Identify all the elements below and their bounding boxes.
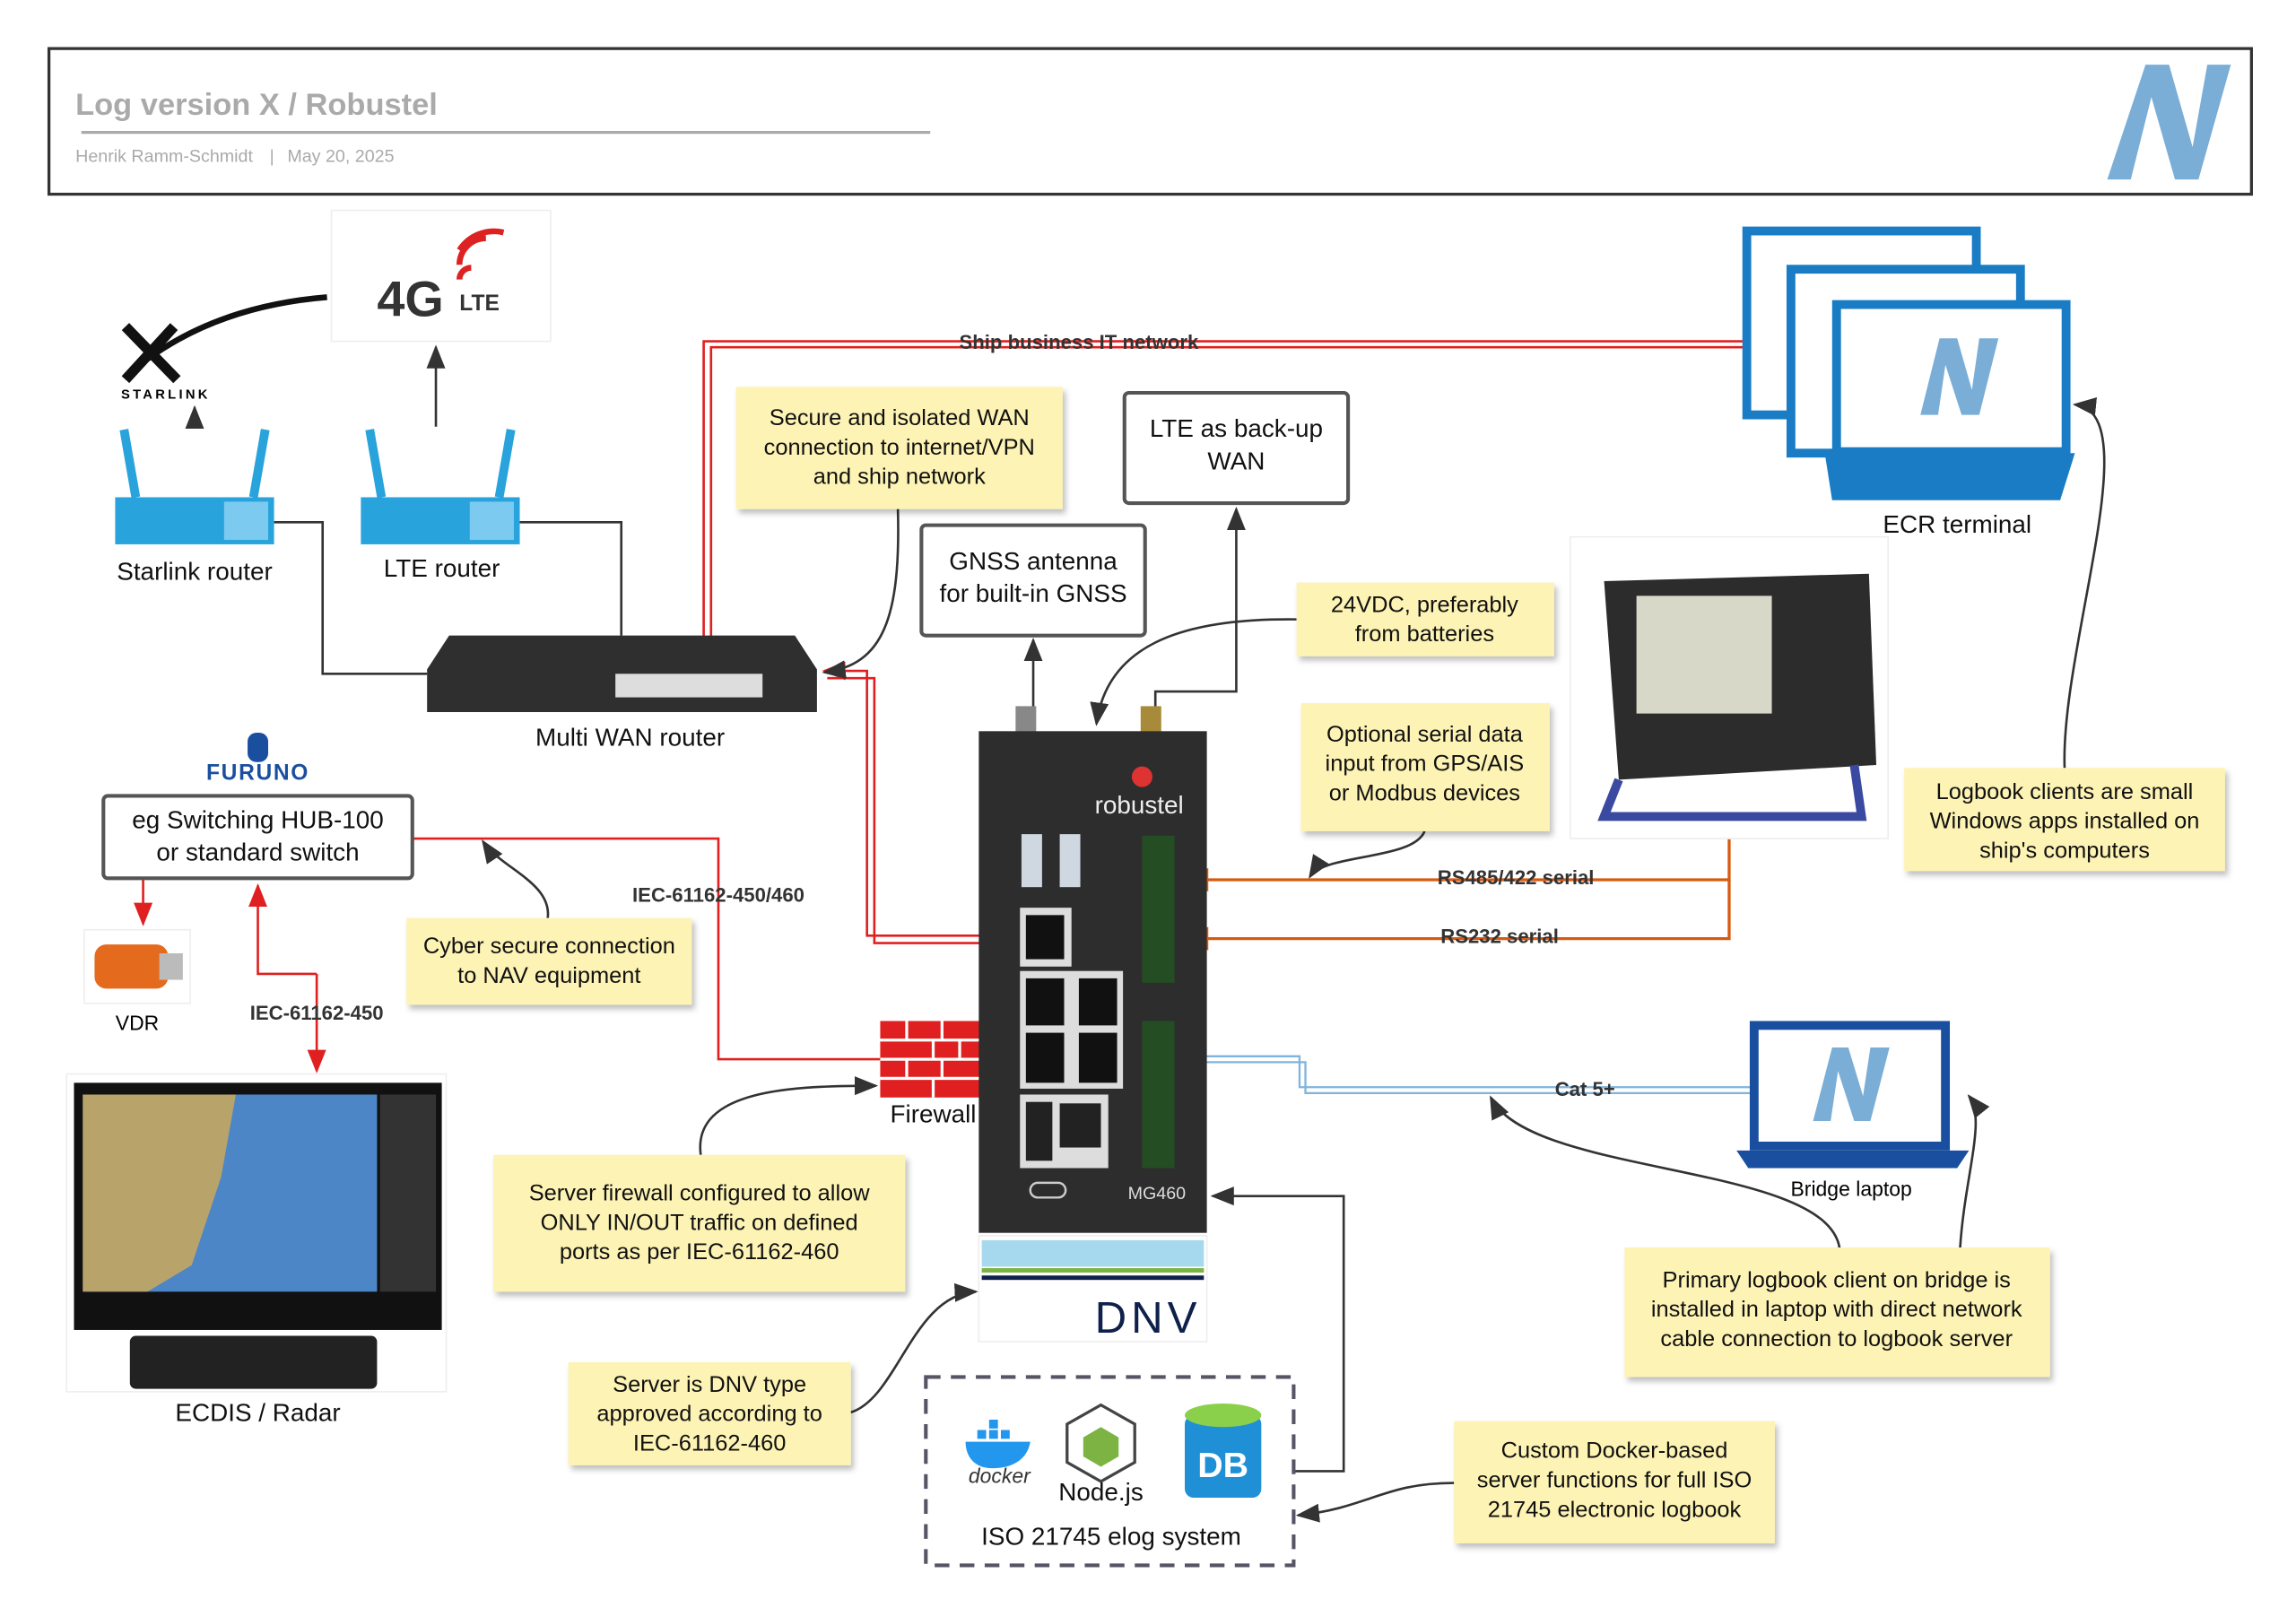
iec-450-label: IEC-61162-450 [250, 1002, 384, 1024]
elog-system-label: ISO 21745 elog system [981, 1522, 1241, 1550]
note-primary [1624, 1247, 2050, 1378]
robustel-logo: robustel [1095, 791, 1184, 819]
nodejs-icon: Node.js [1058, 1403, 1144, 1506]
svg-text:docker: docker [969, 1465, 1031, 1488]
ecr-terminals: ECR terminal [1742, 226, 2075, 538]
server-model-label: MG460 [1128, 1184, 1187, 1204]
n-logo-icon [2107, 65, 2231, 180]
multi-wan-router-label: Multi WAN router [535, 724, 725, 752]
robustel-mg460-server: robustel MG460 [978, 706, 1207, 1233]
svg-text:Primary logbook client on brid: Primary logbook client on bridge isinsta… [1651, 1267, 2022, 1352]
note-cyber [406, 917, 692, 1005]
cat5-label: Cat 5+ [1555, 1078, 1615, 1100]
rs485-label: RS485/422 serial [1438, 866, 1595, 889]
dnv-logo: DNV [978, 1235, 1208, 1343]
starlink-router-label: Starlink router [117, 557, 273, 585]
docker-icon: docker [965, 1420, 1031, 1488]
svg-text:4G: 4G [377, 272, 443, 327]
lte-router-label: LTE router [384, 554, 500, 582]
header: Log version X / Robustel Henrik Ramm-Sch… [47, 47, 2253, 196]
note-server-firewall [493, 1154, 906, 1292]
starlink-router: Starlink router [115, 429, 274, 585]
firewall-label: Firewall [890, 1100, 976, 1128]
note-serial [1300, 703, 1550, 831]
firewall: Firewall [880, 1021, 987, 1128]
lte-router: LTE router [361, 429, 520, 582]
furuno-logo: FURUNO [206, 761, 309, 785]
separator: | [270, 146, 274, 166]
note-secure-wan [735, 387, 1063, 509]
database-icon: DB [1185, 1403, 1262, 1498]
4g-lte-logo: 4G LTE [330, 209, 552, 343]
bridge-laptop: Bridge laptop [1736, 1021, 1970, 1201]
starlink-logo: STARLINK [115, 291, 332, 404]
note-power [1296, 582, 1554, 656]
iec-450-460-label: IEC-61162-450/460 [632, 884, 804, 907]
connections: Ship business IT network IEC-61162-450 I… [134, 331, 2106, 1523]
svg-text:DB: DB [1197, 1446, 1248, 1485]
svg-text:Server firewall configured to: Server firewall configured to allowONLY … [529, 1181, 871, 1265]
n-logo-icon [1920, 338, 1999, 415]
ecdis-radar: ECDIS / Radar [65, 1073, 448, 1427]
svg-text:STARLINK: STARLINK [121, 388, 211, 403]
note-dnv [568, 1362, 851, 1465]
gps-display-device [1569, 535, 1889, 839]
svg-text:VDR: VDR [116, 1011, 159, 1034]
date: May 20, 2025 [287, 146, 394, 166]
note-docker [1454, 1421, 1775, 1543]
svg-text:LTE: LTE [459, 291, 500, 316]
author: Henrik Ramm-Schmidt [75, 146, 253, 166]
multi-wan-router: Multi WAN router [427, 635, 817, 752]
note-clients [1904, 768, 2225, 872]
ship-it-network-label: Ship business IT network [960, 331, 1199, 353]
elog-system: docker Node.js DB ISO 21745 elog system [924, 1375, 1296, 1568]
n-logo-icon [1813, 1047, 1890, 1122]
rs232-label: RS232 serial [1440, 926, 1559, 948]
ecdis-label: ECDIS / Radar [175, 1399, 340, 1427]
page-title: Log version X / Robustel [75, 88, 438, 122]
svg-text:Node.js: Node.js [1058, 1478, 1144, 1506]
vdr: VDR [83, 928, 191, 1034]
bridge-laptop-label: Bridge laptop [1790, 1178, 1911, 1201]
svg-text:DNV: DNV [1095, 1293, 1202, 1343]
ecr-terminal-label: ECR terminal [1883, 510, 2031, 538]
